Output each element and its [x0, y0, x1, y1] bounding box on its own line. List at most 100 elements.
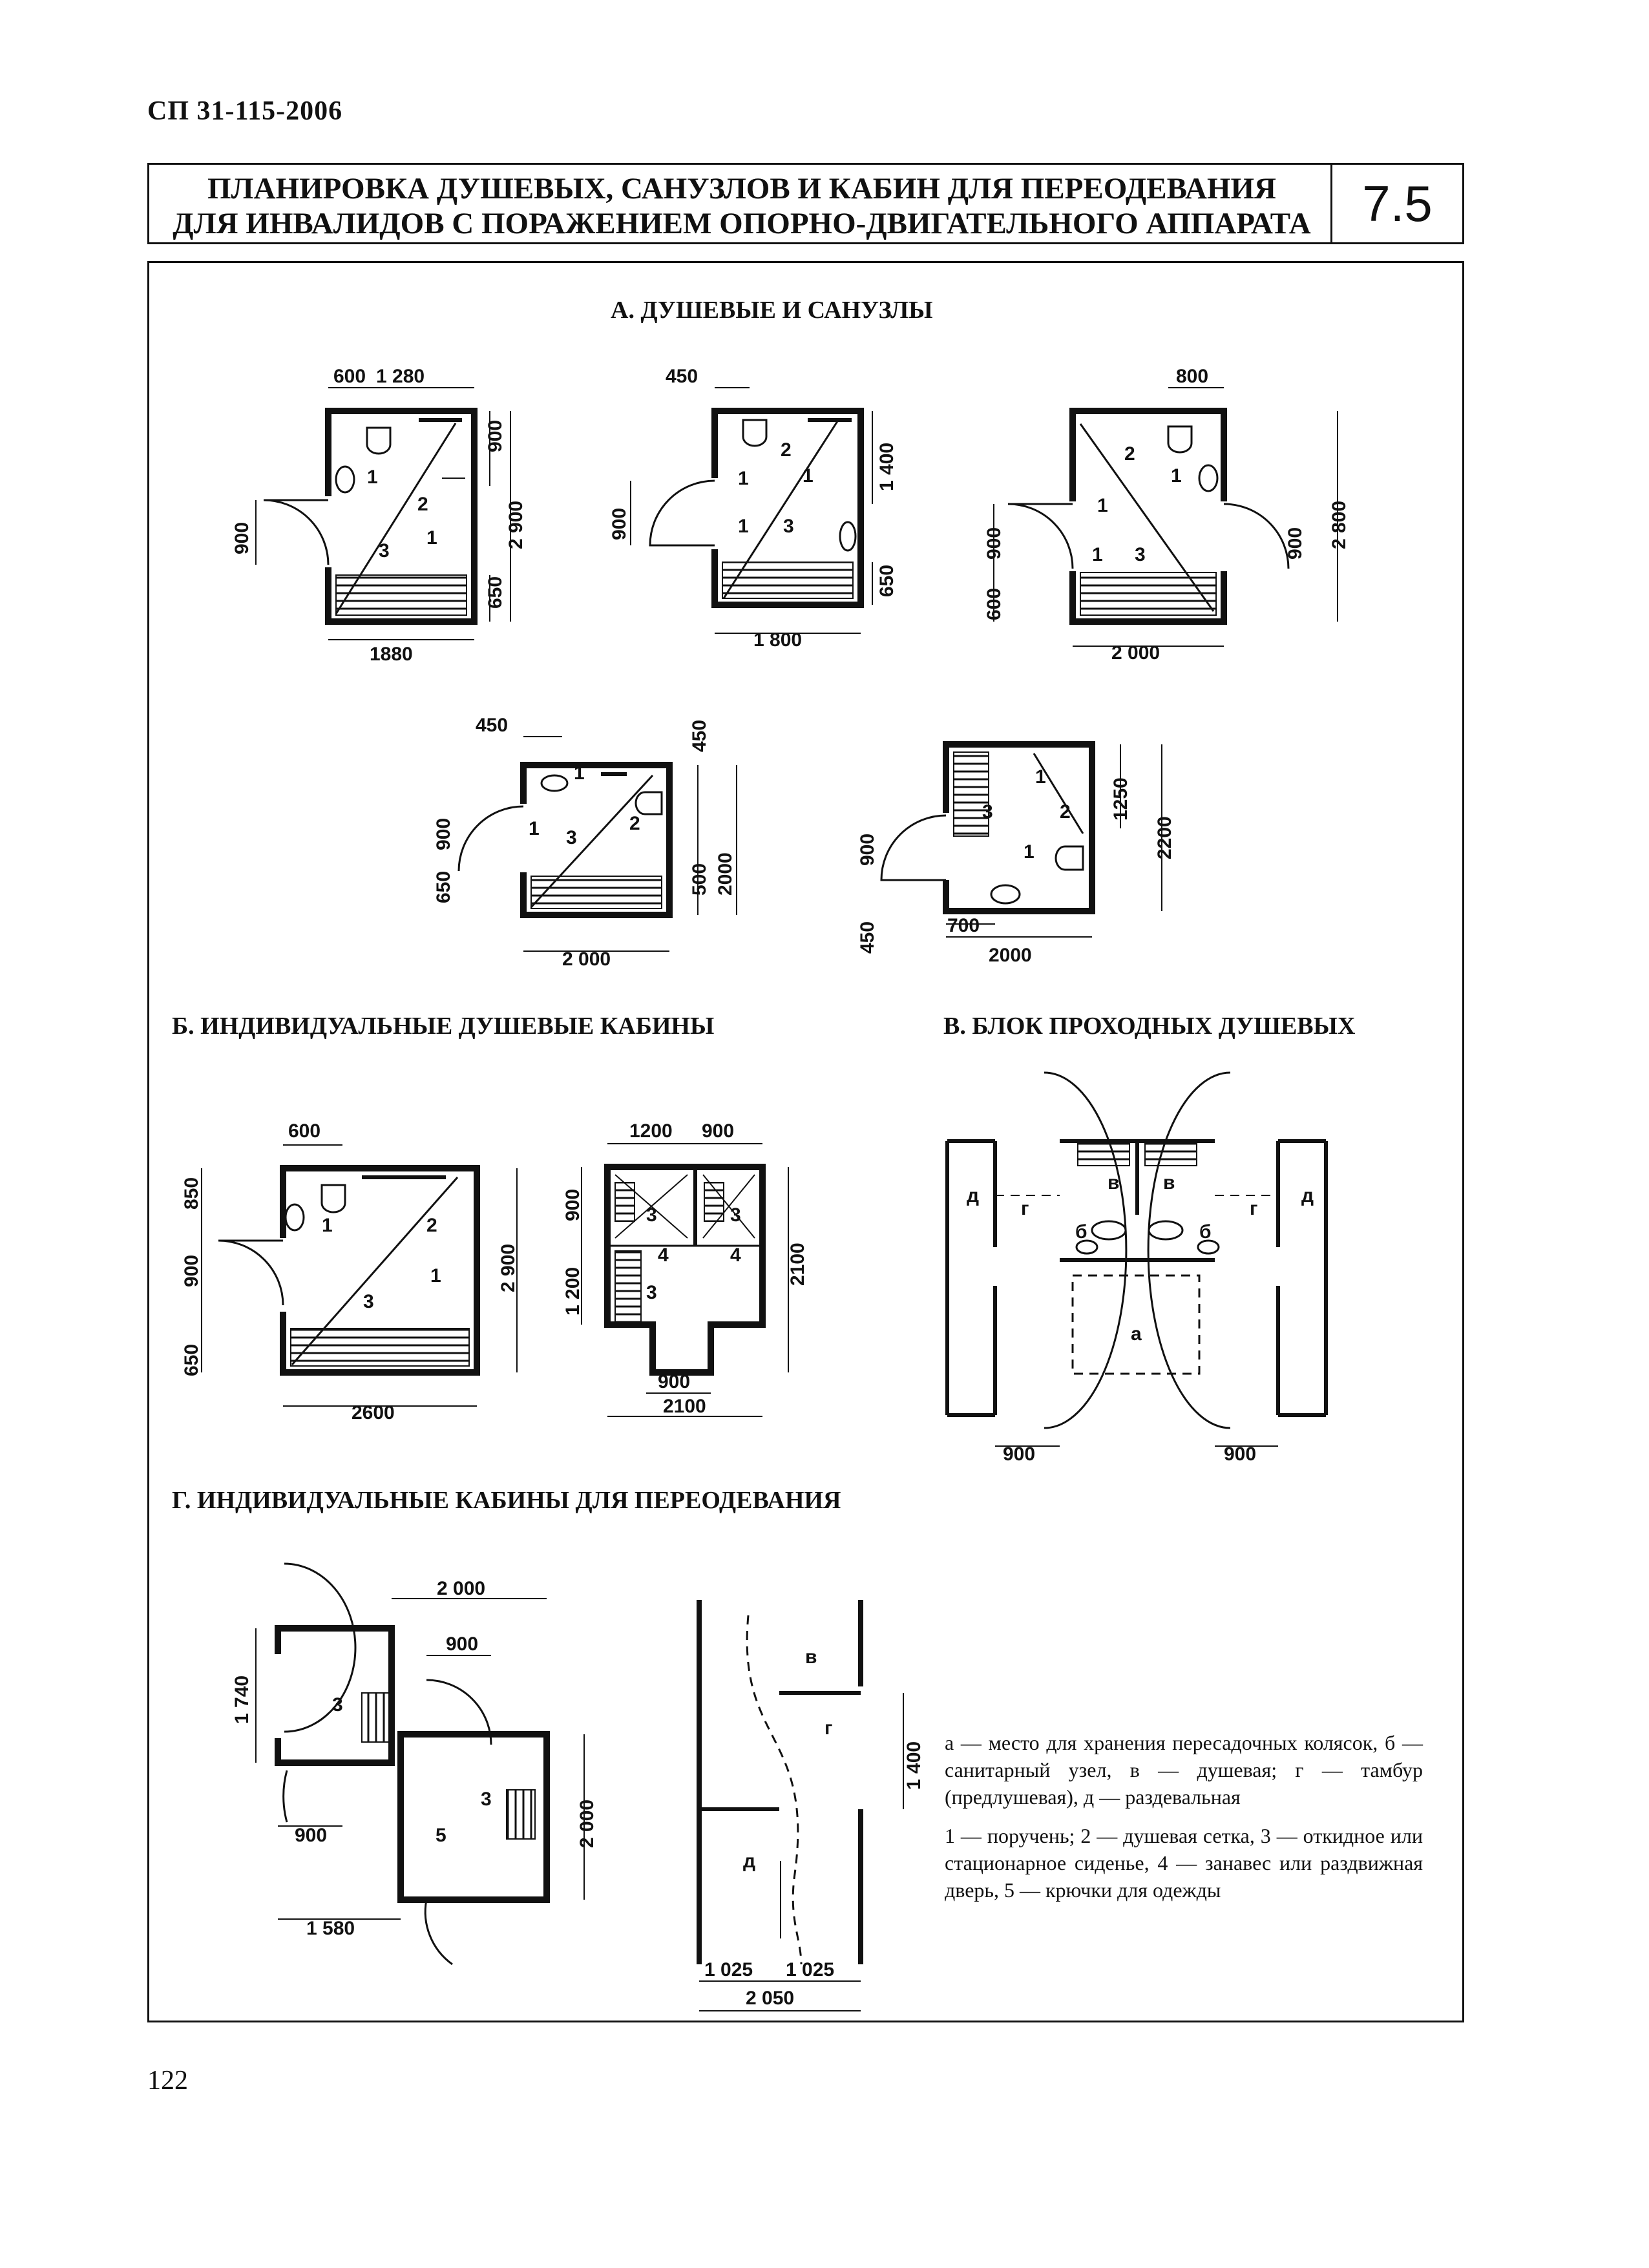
plan-b2-mark: 4	[730, 1244, 741, 1266]
plan-b2-dim: 1 200	[562, 1267, 583, 1316]
plan-a2-mark: 1	[738, 516, 749, 537]
plan-a1-dim: 2 900	[505, 501, 527, 549]
plan-a1-dim: 1 280	[376, 366, 425, 387]
plan-b1-mark: 3	[363, 1291, 374, 1312]
legend: а — место для хранения пересадочных коля…	[945, 1729, 1423, 1915]
plan-a4-dim: 500	[689, 863, 710, 896]
plan-b2-dim: 900	[658, 1371, 690, 1392]
plan-a5-dim: 900	[857, 834, 878, 866]
plan-a3-mark: 1	[1092, 544, 1103, 565]
sheet-number: 7.5	[1330, 165, 1462, 242]
plan-g1-dim: 900	[295, 1825, 327, 1846]
plan-g2-dim: 2 050	[746, 1988, 794, 2009]
plan-b1-mark: 1	[322, 1215, 333, 1236]
plan-g1-mark: 5	[436, 1825, 446, 1846]
plan-a2-mark: 1	[738, 468, 749, 489]
plan-a3	[993, 387, 1338, 647]
plan-a5-dim: 2000	[989, 945, 1032, 966]
document-code: СП 31-115-2006	[147, 96, 343, 126]
plan-b1-mark: 1	[430, 1265, 441, 1286]
plan-a3-dim: 2 800	[1329, 501, 1350, 549]
plan-a4-dim: 450	[689, 720, 710, 752]
plan-v1-label: г	[1021, 1198, 1029, 1219]
plan-b2-dim: 900	[702, 1120, 734, 1142]
section-heading-g: Г. ИНДИВИДУАЛЬНЫЕ КАБИНЫ ДЛЯ ПЕРЕОДЕВАНИ…	[172, 1487, 841, 1514]
plan-a3-dim: 600	[983, 588, 1005, 620]
plan-a3-mark: 2	[1124, 443, 1135, 465]
plan-a4	[457, 736, 737, 952]
plan-a1-mark: 3	[379, 540, 390, 562]
plan-a2-mark: 2	[781, 439, 792, 461]
plan-a5-mark: 1	[1035, 766, 1046, 788]
plan-a5	[880, 741, 1162, 938]
plan-b1-dim: 600	[288, 1120, 320, 1142]
plan-b2-mark: 3	[730, 1204, 741, 1226]
plan-b2-mark: 3	[646, 1204, 657, 1226]
plan-b1-dim: 900	[181, 1255, 202, 1287]
plan-b2-dim: 900	[562, 1189, 583, 1221]
page-number: 122	[147, 2066, 188, 2095]
plan-v1-label: д	[1301, 1185, 1314, 1206]
plan-g2-label: г	[824, 1717, 833, 1739]
plan-a3-dim: 900	[1285, 527, 1306, 560]
plan-a1	[255, 387, 511, 640]
plan-a2-mark: 1	[803, 465, 814, 487]
plan-a3-dim: 2 000	[1111, 642, 1160, 664]
plan-a2	[630, 387, 873, 634]
plan-a1-mark: 2	[417, 494, 428, 515]
plan-b2-dim: 2100	[787, 1243, 808, 1286]
plan-a2-mark: 3	[783, 516, 794, 537]
plan-b2-dim: 2100	[663, 1396, 706, 1417]
plan-g2-label: д	[743, 1851, 755, 1872]
drawing-frame	[147, 261, 1464, 2022]
plan-b2-dim: 1200	[629, 1120, 673, 1142]
title-line-2: ДЛЯ ИНВАЛИДОВ С ПОРАЖЕНИЕМ ОПОРНО-ДВИГАТ…	[173, 207, 1311, 240]
plan-b1-mark: 2	[426, 1215, 437, 1236]
plan-a3-mark: 1	[1097, 495, 1108, 516]
plan-a2-dim: 450	[666, 366, 698, 387]
plan-g1-mark: 3	[481, 1789, 492, 1810]
plan-a4-mark: 1	[574, 762, 585, 784]
plan-v1-label: б	[1075, 1221, 1087, 1243]
plan-a1-dim: 900	[231, 522, 253, 554]
plan-g2-dim: 1 400	[903, 1741, 925, 1790]
plan-a3-mark: 1	[1171, 465, 1182, 487]
plan-a3-mark: 3	[1135, 544, 1146, 565]
plan-b1-dim: 850	[181, 1177, 202, 1210]
section-heading-v: В. БЛОК ПРОХОДНЫХ ДУШЕВЫХ	[943, 1013, 1356, 1040]
plan-a5-dim: 1250	[1110, 777, 1131, 821]
plan-b2-mark: 4	[658, 1244, 669, 1266]
plan-a3-dim: 900	[983, 527, 1005, 560]
plan-b1-dim: 2600	[352, 1402, 395, 1423]
plan-g2-label: в	[805, 1646, 817, 1668]
plan-a4-dim: 450	[476, 715, 508, 736]
plan-a2-dim: 900	[609, 508, 630, 540]
plan-g1-mark: 3	[332, 1694, 343, 1716]
plan-a3-dim: 800	[1176, 366, 1208, 387]
plan-a4-dim: 650	[433, 871, 454, 903]
plan-g1-dim: 2 000	[437, 1578, 485, 1599]
legend-zones: а — место для хранения пересадочных коля…	[945, 1731, 1423, 1809]
plan-b1-dim: 2 900	[498, 1244, 519, 1292]
title-block: ПЛАНИРОВКА ДУШЕВЫХ, САНУЗЛОВ И КАБИН ДЛЯ…	[147, 163, 1464, 244]
plan-g1	[255, 1562, 585, 1966]
plan-g1-dim: 1 740	[231, 1675, 253, 1724]
plan-a5-dim: 450	[857, 921, 878, 954]
plan-a4-dim: 2000	[715, 852, 736, 896]
plan-a4-mark: 1	[529, 818, 540, 839]
plan-v1-dim: 900	[1224, 1444, 1256, 1465]
plan-b2-mark: 3	[646, 1282, 657, 1303]
plan-g2-dim: 1 025	[704, 1959, 753, 1980]
plan-g2-dim: 1 025	[786, 1959, 834, 1980]
plan-g1-dim: 2 000	[576, 1800, 598, 1848]
plan-a4-mark: 3	[566, 827, 577, 848]
plan-a1-mark: 1	[426, 527, 437, 549]
plan-a2-dim: 1 800	[753, 629, 802, 651]
plan-b1	[201, 1144, 518, 1407]
plan-v1-label: б	[1199, 1221, 1212, 1243]
plan-a5-dim: 700	[947, 915, 980, 936]
plan-a5-dim: 2200	[1154, 816, 1175, 859]
plan-a4-dim: 2 000	[562, 949, 611, 970]
section-heading-a: А. ДУШЕВЫЕ И САНУЗЛЫ	[611, 297, 933, 324]
